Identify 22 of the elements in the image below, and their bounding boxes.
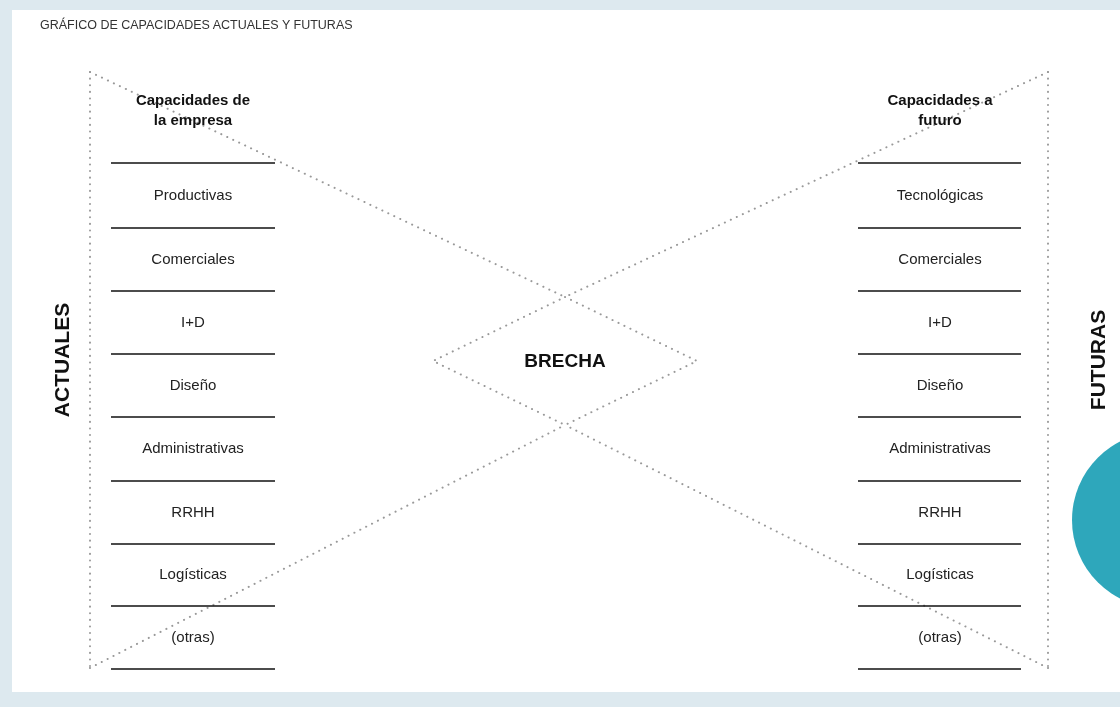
capability-item: I+D: [927, 312, 953, 330]
capability-item: Diseño: [915, 375, 965, 393]
diamond-node: BRECHA: [433, 297, 697, 425]
capability-item: Comerciales: [150, 249, 236, 267]
capability-item: RRHH: [170, 502, 216, 520]
capability-item: Administrativas: [888, 439, 992, 456]
column-heading: Capacidades a futuro: [886, 90, 994, 131]
capability-item: Productivas: [152, 185, 234, 203]
side-label: FUTURAS: [1086, 308, 1110, 413]
capability-item: Logísticas: [905, 565, 975, 582]
capability-item: (otras): [170, 627, 216, 645]
capability-item: Tecnológicas: [895, 185, 985, 203]
capability-item: Diseño: [168, 375, 218, 393]
capability-item: Administrativas: [141, 439, 245, 456]
chart-title: GRÁFICO DE CAPACIDADES ACTUALES Y FUTURAS: [40, 18, 353, 32]
capability-item: Logísticas: [158, 565, 228, 582]
capability-item: I+D: [180, 312, 206, 330]
column-heading: Capacidades de la empresa: [134, 90, 252, 131]
side-label: ACTUALES: [50, 301, 74, 420]
capability-item: RRHH: [917, 502, 963, 520]
capability-item: (otras): [917, 627, 963, 645]
capability-item: Comerciales: [897, 249, 983, 267]
